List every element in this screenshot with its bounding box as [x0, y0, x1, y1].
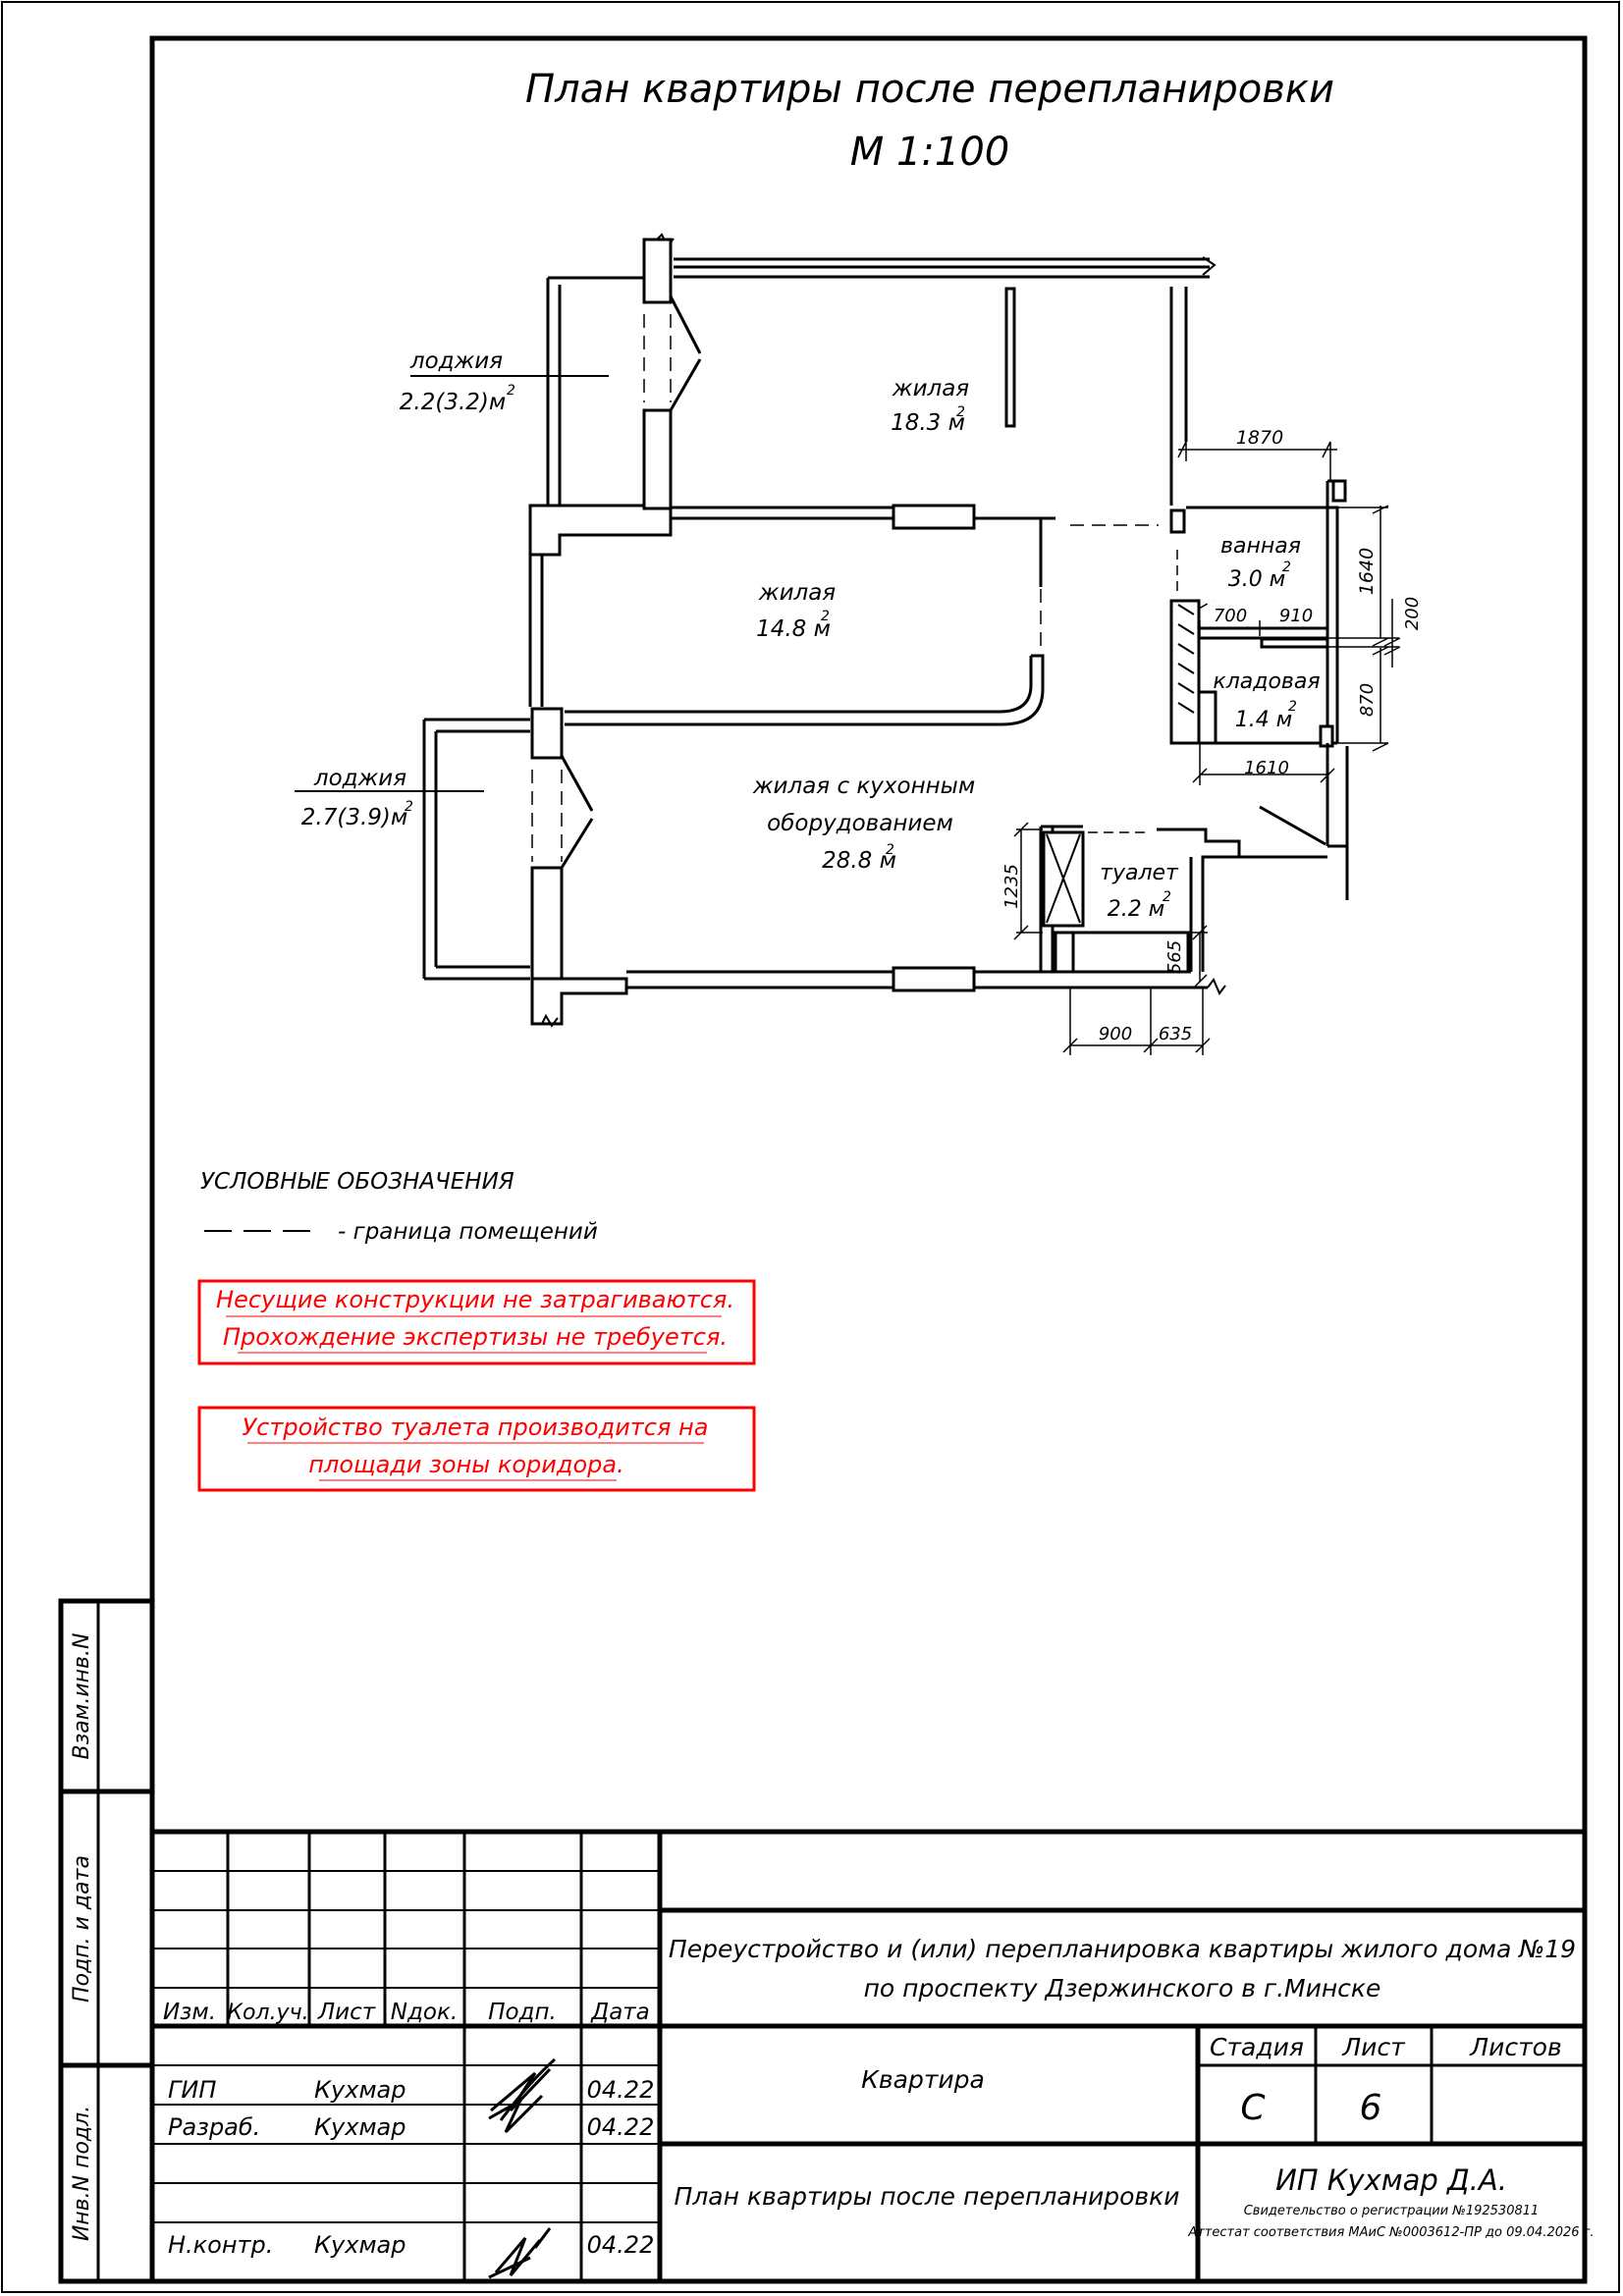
- dim-565: 565: [1164, 940, 1185, 974]
- dim-700: 700: [1214, 606, 1247, 626]
- note1-line2: Прохождение экспертизы не требуется.: [223, 1323, 728, 1351]
- sup: 2: [1282, 560, 1291, 575]
- row-nkontr-role: Н.контр.: [168, 2231, 273, 2259]
- signer-rows: ГИП Кухмар 04.22 Разраб. Кухмар 04.22 Н.…: [168, 2076, 654, 2259]
- company-name: ИП Кухмар Д.А.: [1275, 2163, 1507, 2197]
- row-gip-role: ГИП: [168, 2076, 216, 2104]
- room-living-mid-area: 14.8 м: [756, 616, 831, 642]
- side-stamp: Взам.инв.N Подп. и дата Инв.N подл.: [58, 1598, 155, 2284]
- legend-item: - граница помещений: [338, 1219, 598, 1245]
- drawing-title: План квартиры после перепланировки М 1:1…: [525, 67, 1334, 175]
- note-box-2: Устройство туалета производится на площа…: [197, 1406, 756, 1492]
- note2-line2: площади зоны коридора.: [308, 1451, 623, 1478]
- drawing-name: План квартиры после перепланировки: [675, 2182, 1180, 2211]
- room-living-top-area: 18.3 м: [891, 410, 965, 436]
- room-loggia-bottom-name: лоджия: [313, 766, 406, 791]
- room-kitchen-name1: жилая с кухонным: [752, 774, 975, 799]
- room-storage-area: 1.4 м: [1235, 708, 1293, 732]
- sup: 2: [1288, 699, 1297, 715]
- stamp-vzam: Взам.инв.N: [70, 1633, 94, 1760]
- row-razrab-role: Разраб.: [168, 2113, 260, 2141]
- sup: 2: [821, 609, 830, 624]
- title-block: Изм. Кол.уч. Лист Nдок. Подп. Дата ГИП К…: [149, 1829, 1595, 2284]
- room-toilet-name: туалет: [1100, 861, 1179, 885]
- room-living-mid-name: жилая: [758, 580, 836, 606]
- hdr-izm: Изм.: [163, 2000, 216, 2025]
- sup: 2: [1163, 889, 1171, 905]
- dimension-lines: 1870 1640 700 910 200 870 1610 1235 565 …: [1001, 427, 1423, 1055]
- hdr-ndok: Nдок.: [391, 2000, 458, 2025]
- row-razrab-date: 04.22: [587, 2113, 655, 2141]
- dim-1640: 1640: [1356, 548, 1378, 595]
- room-toilet-area: 2.2 м: [1108, 897, 1165, 922]
- sup: 2: [956, 404, 965, 420]
- room-loggia-top-name: лоджия: [409, 348, 503, 374]
- room-kitchen-area: 28.8 м: [822, 848, 896, 874]
- stamp-podp: Подп. и дата: [70, 1855, 94, 2002]
- row-gip-date: 04.22: [587, 2076, 655, 2104]
- title-line2: М 1:100: [850, 130, 1010, 175]
- dim-1870: 1870: [1236, 427, 1283, 449]
- room-bath-name: ванная: [1220, 534, 1301, 559]
- row-nkontr-date: 04.22: [587, 2231, 655, 2259]
- signature-nkontr: [488, 2227, 552, 2279]
- sup: 2: [405, 799, 413, 815]
- project-line1: Переустройство и (или) перепланировка кв…: [669, 1935, 1576, 1963]
- room-loggia-top-area: 2.2(3.2)м: [400, 390, 506, 415]
- sheet-value: 6: [1360, 2088, 1382, 2128]
- sheets-label: Листов: [1469, 2033, 1561, 2061]
- dim-635: 635: [1159, 1024, 1192, 1044]
- project-line2: по проспекту Дзержинского в г.Минске: [864, 1974, 1381, 2002]
- room-labels: лоджия 2.2(3.2)м 2 жилая 18.3 м 2 жилая …: [301, 348, 1321, 922]
- room-kitchen-name2: оборудованием: [767, 811, 953, 836]
- room-bath-area: 3.0 м: [1228, 567, 1286, 592]
- room-living-top-name: жилая: [892, 376, 969, 401]
- hdr-data: Дата: [590, 2000, 650, 2025]
- sup: 2: [886, 842, 894, 858]
- room-storage-name: кладовая: [1213, 669, 1320, 694]
- stage-value: С: [1240, 2088, 1266, 2128]
- legend: УСЛОВНЫЕ ОБОЗНАЧЕНИЯ - граница помещений: [200, 1169, 598, 1245]
- dim-200: 200: [1402, 597, 1423, 630]
- hdr-list: Лист: [317, 2000, 376, 2025]
- stamp-inv: Инв.N подл.: [70, 2106, 94, 2241]
- signature-gip: [488, 2057, 556, 2134]
- title-line1: План квартиры после перепланировки: [525, 67, 1334, 112]
- dim-910: 910: [1279, 606, 1313, 626]
- note-box-1: Несущие конструкции не затрагиваются. Пр…: [197, 1279, 756, 1365]
- object-name: Квартира: [861, 2065, 985, 2094]
- dim-1610: 1610: [1244, 758, 1289, 778]
- row-razrab-name: Кухмар: [314, 2113, 406, 2141]
- title-block-headers: Изм. Кол.уч. Лист Nдок. Подп. Дата: [163, 2000, 650, 2025]
- legend-heading: УСЛОВНЫЕ ОБОЗНАЧЕНИЯ: [200, 1169, 514, 1195]
- note1-line1: Несущие конструкции не затрагиваются.: [216, 1286, 734, 1313]
- hdr-koluch: Кол.уч.: [227, 2001, 308, 2025]
- cert-line1: Свидетельство о регистрации №192530811: [1244, 2204, 1540, 2218]
- dim-870: 870: [1357, 683, 1378, 717]
- dim-1235: 1235: [1001, 864, 1022, 909]
- stage-label: Стадия: [1210, 2033, 1304, 2061]
- dim-900: 900: [1099, 1024, 1132, 1044]
- row-gip-name: Кухмар: [314, 2076, 406, 2104]
- hdr-podp: Подп.: [488, 2000, 557, 2025]
- cert-line2: Аттестат соответствия МАиС №0003612-ПР д…: [1187, 2225, 1594, 2240]
- floor-plan: [295, 233, 1349, 1028]
- sup: 2: [507, 383, 515, 399]
- note2-line1: Устройство туалета производится на: [243, 1414, 709, 1441]
- row-nkontr-name: Кухмар: [314, 2231, 406, 2259]
- room-loggia-bottom-area: 2.7(3.9)м: [301, 805, 407, 830]
- sheet-label: Лист: [1341, 2033, 1406, 2061]
